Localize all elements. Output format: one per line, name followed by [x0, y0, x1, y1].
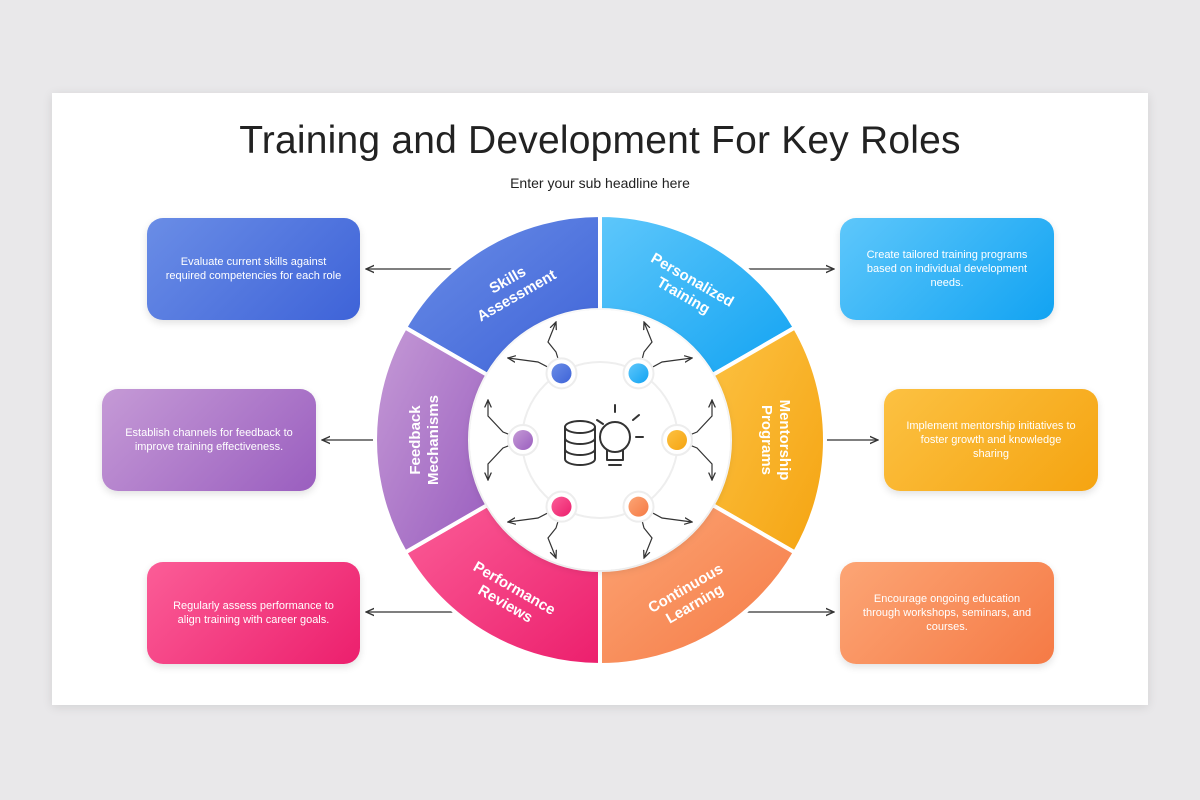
- node-dot-performance-reviews: [551, 496, 572, 517]
- node-dot-skills-assessment: [551, 363, 572, 384]
- page-subtitle: Enter your sub headline here: [510, 175, 690, 191]
- skills-assessment-description: Evaluate current skills against required…: [165, 256, 342, 282]
- personalized-training-description-box: Create tailored training programs based …: [840, 218, 1054, 320]
- database-lightbulb-icon: [564, 404, 644, 466]
- mentorship-programs-description-box: Implement mentorship initiatives to fost…: [884, 389, 1098, 491]
- node-dot-mentorship-programs: [667, 430, 687, 450]
- node-dot-feedback-mechanisms: [513, 430, 533, 450]
- node-dot-personalized-training: [628, 363, 649, 384]
- feedback-mechanisms-description-box: Establish channels for feedback to impro…: [102, 389, 316, 491]
- node-dots: [507, 357, 693, 523]
- label-mentorship-programs: MentorshipPrograms: [758, 400, 793, 481]
- connector-arrows: [322, 269, 878, 612]
- skills-assessment-description-box: Evaluate current skills against required…: [147, 218, 360, 320]
- performance-reviews-description: Regularly assess performance to align tr…: [173, 600, 334, 626]
- personalized-training-description: Create tailored training programs based …: [866, 249, 1028, 289]
- continuous-learning-description-box: Encourage ongoing education through work…: [840, 562, 1054, 664]
- mentorship-programs-description: Implement mentorship initiatives to fost…: [906, 420, 1076, 460]
- ring-segments: [373, 212, 827, 668]
- page-title: Training and Development For Key Roles: [239, 119, 961, 162]
- performance-reviews-description-box: Regularly assess performance to align tr…: [147, 562, 360, 664]
- node-dot-continuous-learning: [628, 496, 649, 517]
- continuous-learning-description: Encourage ongoing education through work…: [862, 593, 1032, 633]
- label-feedback-mechanisms: FeedbackMechanisms: [407, 395, 442, 485]
- feedback-mechanisms-description: Establish channels for feedback to impro…: [125, 427, 293, 453]
